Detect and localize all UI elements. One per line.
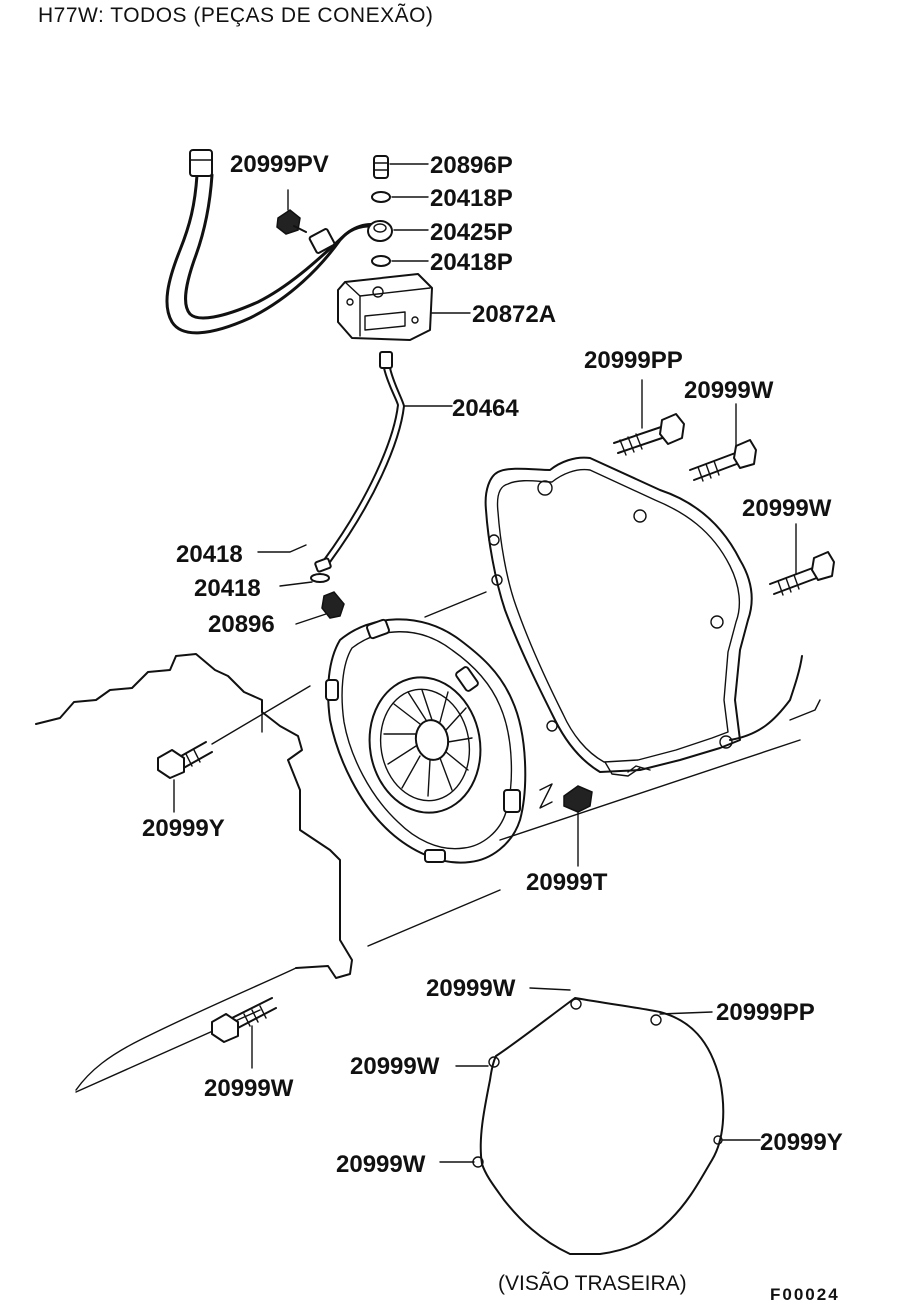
figure-code: F00024	[770, 1285, 840, 1304]
clutch-hose	[165, 149, 382, 335]
label-20999y-left: 20999Y	[142, 815, 225, 842]
alignment-line-mid	[499, 739, 801, 841]
diagram-title: H77W: TODOS (PEÇAS DE CONEXÃO)	[38, 4, 434, 27]
washer-20418p-upper	[371, 191, 429, 203]
label-20999w-top: 20999W	[684, 377, 774, 404]
rear-view-caption: (VISÃO TRASEIRA)	[498, 1271, 687, 1295]
label-rear-20999w-3: 20999W	[336, 1151, 426, 1178]
label-rear-20999w-2: 20999W	[350, 1053, 440, 1080]
bolt-20999w-right	[769, 523, 835, 596]
break-mark	[539, 783, 553, 809]
rear-view-gasket	[439, 987, 761, 1255]
label-20425p: 20425P	[430, 219, 513, 246]
label-20999pp-top: 20999PP	[584, 347, 683, 374]
label-rear-20999pp: 20999PP	[716, 999, 815, 1026]
bolt-20999pp-top	[613, 379, 685, 456]
washer-20418p-lower	[371, 255, 429, 267]
bolt-20999y-left	[157, 741, 213, 813]
label-20418-a: 20418	[176, 541, 243, 568]
label-20872a: 20872A	[472, 301, 556, 328]
bolt-20999w-top	[689, 403, 757, 482]
bolt-20896p	[373, 155, 429, 179]
label-20418-b: 20418	[194, 575, 261, 602]
label-20418p-upper: 20418P	[430, 185, 513, 212]
label-20418p-lower: 20418P	[430, 249, 513, 276]
washer-20418-a	[257, 544, 307, 553]
label-20896: 20896	[208, 611, 275, 638]
bracket-20872a	[337, 273, 471, 341]
bolt-20999w-bottom	[211, 997, 277, 1069]
hose-clamp	[308, 228, 336, 254]
washer-20418-b	[279, 573, 330, 587]
label-rear-20999w-1: 20999W	[426, 975, 516, 1002]
label-20999w-right: 20999W	[742, 495, 832, 522]
label-20999pv: 20999PV	[230, 151, 329, 178]
label-rear-20999y: 20999Y	[760, 1129, 843, 1156]
tube-20464	[314, 351, 453, 573]
hose-end-fitting	[189, 149, 213, 177]
label-20896p: 20896P	[430, 152, 513, 179]
clutch-pressure-plate	[325, 618, 527, 864]
label-20999w-bottom: 20999W	[204, 1075, 294, 1102]
bolt-20999t	[563, 785, 593, 867]
alignment-line-left	[211, 685, 311, 745]
clutch-housing-cover	[484, 456, 821, 777]
bolt-20999pv	[276, 189, 307, 235]
bolt-20896	[295, 591, 345, 625]
label-20999t: 20999T	[526, 869, 608, 896]
engine-block-outline	[35, 653, 353, 1091]
label-20464: 20464	[452, 395, 519, 422]
alignment-line-upper	[424, 591, 487, 618]
alignment-line-lower	[367, 889, 501, 947]
union-20425p	[367, 220, 429, 242]
